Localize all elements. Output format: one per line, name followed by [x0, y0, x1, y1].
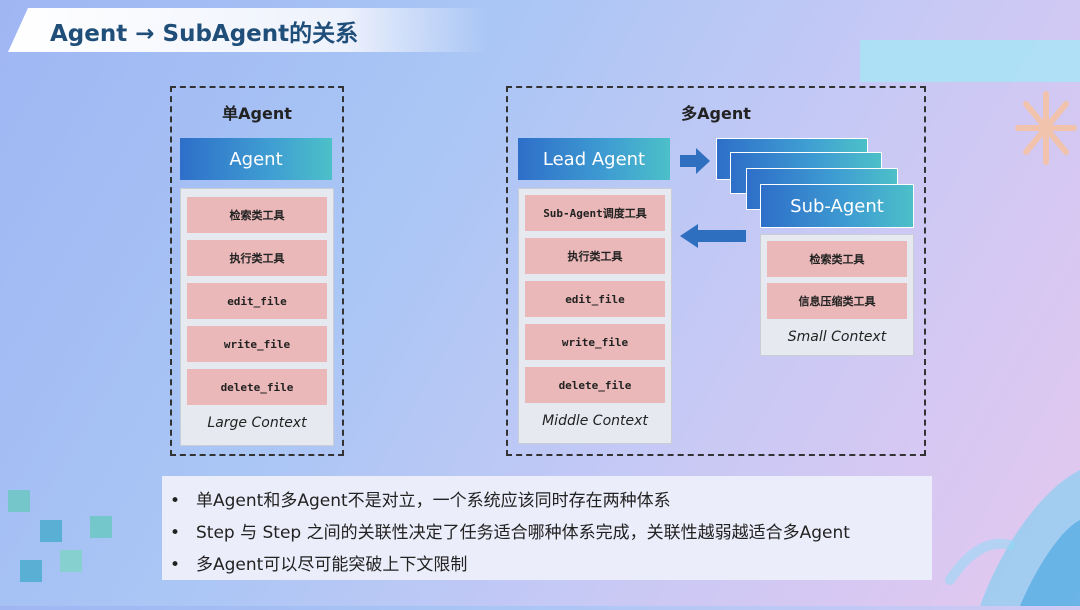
bullet-text: 单Agent和多Agent不是对立，一个系统应该同时存在两种体系 [196, 491, 671, 511]
bullet-dot-icon: • [170, 491, 181, 511]
decorative-wave-shapes [940, 430, 1080, 606]
summary-bullet-box: • 单Agent和多Agent不是对立，一个系统应该同时存在两种体系 • Step … [162, 476, 932, 580]
tool-item: edit_file [525, 281, 665, 317]
page-title: Agent → SubAgent的关系 [50, 21, 359, 47]
context-label: Large Context [207, 415, 307, 431]
tool-item: write_file [525, 324, 665, 360]
title-banner [8, 8, 488, 52]
lead-agent-label-box: Lead Agent [518, 138, 670, 180]
bullet-item: • Step 与 Step 之间的关联性决定了任务适合哪种体系完成，关联性越弱越适… [170, 518, 850, 543]
arrow-right-icon [680, 148, 710, 174]
single-agent-panel: 单Agent Agent 检索类工具 执行类工具 edit_file write… [170, 86, 344, 456]
decorative-accent-bar [860, 40, 1080, 82]
bullet-item: • 多Agent可以尽可能突破上下文限制 [170, 550, 467, 575]
bullet-text: 多Agent可以尽可能突破上下文限制 [196, 555, 468, 575]
tool-item: 执行类工具 [187, 240, 327, 276]
bullet-dot-icon: • [170, 523, 181, 543]
tool-item: delete_file [525, 367, 665, 403]
lead-agent-tools-box: Sub-Agent调度工具 执行类工具 edit_file write_file… [518, 188, 672, 444]
tool-item: 执行类工具 [525, 238, 665, 274]
sub-agent-tools-box: 检索类工具 信息压缩类工具 Small Context [760, 234, 914, 356]
context-label: Middle Context [542, 413, 648, 429]
bullet-text: Step 与 Step 之间的关联性决定了任务适合哪种体系完成，关联性越弱越适合… [196, 523, 850, 543]
decorative-cubes [0, 480, 120, 606]
agent-label-box: Agent [180, 138, 332, 180]
bullet-dot-icon: • [170, 555, 181, 575]
tool-item: edit_file [187, 283, 327, 319]
bullet-item: • 单Agent和多Agent不是对立，一个系统应该同时存在两种体系 [170, 486, 671, 511]
tool-item: 检索类工具 [767, 241, 907, 277]
single-agent-tools-box: 检索类工具 执行类工具 edit_file write_file delete_… [180, 188, 334, 446]
context-label: Small Context [787, 329, 887, 345]
multi-agent-panel: 多Agent Lead Agent Sub-Agent调度工具 执行类工具 ed… [506, 86, 926, 456]
multi-agent-panel-title: 多Agent [681, 104, 751, 123]
tool-item: delete_file [187, 369, 327, 405]
single-agent-panel-title: 单Agent [222, 104, 292, 123]
arrow-left-icon [680, 224, 746, 248]
decorative-sparkle-icon [1012, 88, 1080, 168]
tool-item: 检索类工具 [187, 197, 327, 233]
sub-agent-label-box: Sub-Agent [760, 184, 914, 228]
tool-item: 信息压缩类工具 [767, 283, 907, 319]
tool-item: Sub-Agent调度工具 [525, 195, 665, 231]
tool-item: write_file [187, 326, 327, 362]
